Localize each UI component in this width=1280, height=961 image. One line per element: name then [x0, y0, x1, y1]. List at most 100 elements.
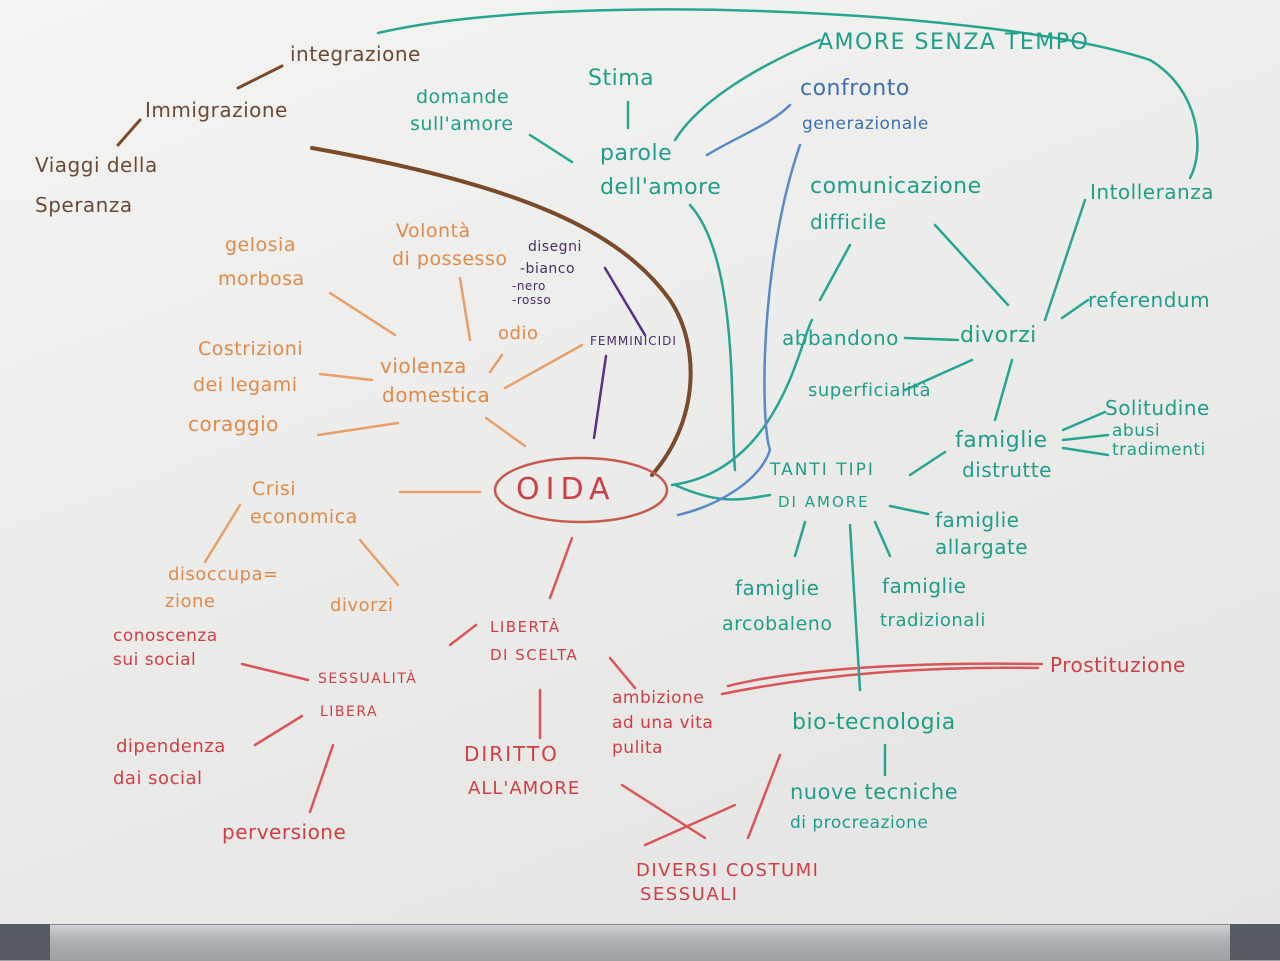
blue-connector — [676, 143, 802, 517]
label-gelosia: gelosia — [225, 234, 296, 256]
label-procreazione: di procreazione — [790, 813, 929, 833]
label-domestica: domestica — [382, 383, 491, 407]
label-immigrazione: Immigrazione — [145, 98, 288, 122]
teal-connector — [873, 520, 892, 558]
label-diritto: DIRITTO — [464, 742, 559, 766]
label-nuove-tecniche: nuove tecniche — [790, 780, 959, 804]
label-libera: LIBERA — [320, 704, 379, 720]
label-famiglie-allargate-2: allargate — [935, 535, 1029, 559]
label-nero: -nero — [512, 279, 546, 293]
teal-connector — [908, 450, 947, 477]
red-connector — [720, 666, 1040, 696]
red-connector — [448, 623, 478, 647]
orange-connector — [203, 503, 242, 564]
whiteboard-frame — [0, 924, 1280, 961]
red-connector — [240, 662, 310, 682]
label-diversi-costumi: DIVERSI COSTUMI — [636, 860, 820, 881]
label-superficialita: superficialità — [808, 380, 932, 401]
center-word: OIDA — [516, 472, 616, 507]
label-economica: economica — [250, 506, 358, 528]
brown-connector — [310, 146, 693, 477]
label-sessualita: SESSUALITÀ — [318, 671, 418, 687]
orange-connector — [484, 416, 527, 448]
label-dell-amore: dell'amore — [600, 175, 722, 200]
label-legami: dei legami — [193, 374, 298, 396]
label-famiglie-distrutte-1: famiglie — [955, 428, 1048, 453]
label-amore-senza-tempo: AMORE SENZA TEMPO — [818, 30, 1090, 55]
label-perversione: perversione — [222, 820, 347, 844]
teal-connector — [888, 504, 930, 516]
brown-connector — [236, 64, 284, 90]
red-connector — [308, 743, 335, 814]
label-volonta: Volontà — [396, 220, 471, 242]
teal-connector — [793, 520, 807, 558]
label-all-amore: ALL'AMORE — [468, 778, 581, 799]
orange-connector — [358, 538, 400, 587]
blue-connector — [705, 103, 792, 157]
red-connector — [253, 714, 304, 747]
label-famiglie-arcobaleno-2: arcobaleno — [722, 613, 833, 635]
label-referendum: referendum — [1088, 288, 1211, 312]
label-odio: odio — [498, 323, 539, 344]
teal-connector — [1060, 298, 1090, 320]
label-stima: Stima — [588, 66, 655, 91]
brown-connector — [116, 118, 142, 147]
orange-connector — [328, 291, 397, 337]
label-viaggi: Viaggi della — [35, 153, 158, 177]
label-intolleranza: Intolleranza — [1090, 180, 1214, 204]
label-ambizione: ambizione — [612, 688, 705, 708]
teal-connector — [1061, 410, 1107, 432]
label-liberta: LIBERTÀ — [490, 618, 561, 636]
label-rosso: -rosso — [512, 293, 552, 307]
label-confronto: confronto — [800, 76, 910, 101]
label-abbandono: abbandono — [782, 326, 899, 350]
label-femminicidi: FEMMINICIDI — [590, 334, 677, 348]
label-sui-social: sui social — [113, 650, 197, 670]
label-pulita: pulita — [612, 738, 664, 758]
teal-arc — [376, 8, 1199, 180]
label-famiglie-tradizionali-2: tradizionali — [880, 610, 986, 631]
label-famiglie-distrutte-2: distrutte — [962, 458, 1052, 482]
label-famiglie-arcobaleno-1: famiglie — [735, 576, 820, 600]
purple-connector — [592, 354, 608, 440]
orange-connector — [488, 353, 504, 374]
label-costrizioni: Costrizioni — [198, 338, 304, 360]
whiteboard-corner-right — [1230, 924, 1280, 960]
teal-connector — [673, 483, 772, 501]
label-generazionale: generazionale — [802, 114, 929, 134]
label-di-scelta: DI SCELTA — [490, 646, 579, 664]
teal-connector — [903, 336, 960, 342]
label-violenza: violenza — [380, 354, 467, 378]
label-dipendenza: dipendenza — [116, 736, 226, 757]
label-coraggio: coraggio — [188, 412, 279, 436]
label-dai-social: dai social — [113, 768, 203, 789]
orange-connector — [458, 276, 472, 342]
label-sessuali: SESSUALI — [640, 884, 739, 905]
label-ad-una-vita: ad una vita — [612, 713, 714, 733]
label-bianco: -bianco — [520, 261, 576, 277]
center-oval — [493, 456, 669, 524]
label-comunicazione: comunicazione — [810, 174, 982, 199]
teal-connector — [993, 358, 1014, 422]
teal-connector — [688, 203, 737, 472]
label-tradimenti: tradimenti — [1112, 440, 1206, 460]
label-parole: parole — [600, 141, 673, 166]
teal-connector — [848, 523, 862, 692]
label-crisi: Crisi — [252, 478, 297, 500]
purple-connector — [603, 266, 647, 337]
red-connector — [746, 753, 782, 840]
teal-connector — [670, 318, 814, 487]
label-tanti-tipi: TANTI TIPI — [770, 460, 875, 480]
red-connector — [548, 536, 574, 600]
label-divorzi-orange: divorzi — [330, 595, 394, 616]
label-abusi: abusi — [1112, 421, 1161, 441]
label-disoccupazione-2: zione — [165, 591, 216, 612]
label-famiglie-allargate-1: famiglie — [935, 508, 1020, 532]
label-difficile: difficile — [810, 210, 887, 234]
label-morbosa: morbosa — [218, 268, 305, 290]
label-divorzi-teal: divorzi — [960, 323, 1037, 348]
teal-connector — [528, 133, 574, 164]
orange-connector — [503, 343, 584, 390]
